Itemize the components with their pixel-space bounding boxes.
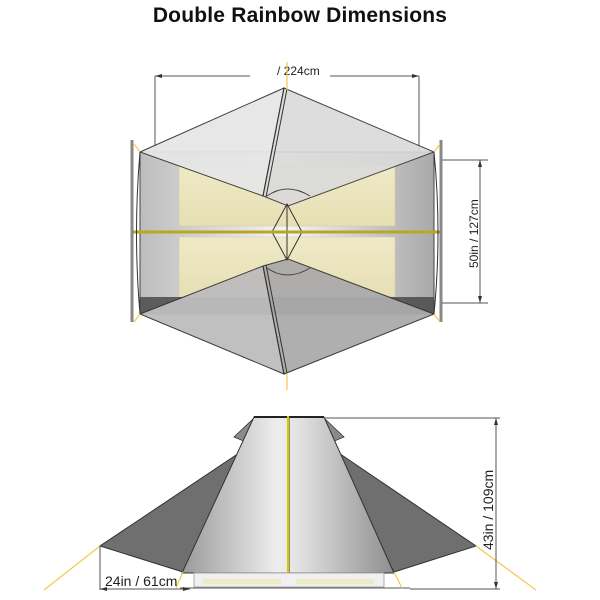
width-label: / 224cm: [277, 64, 320, 78]
top-view: / 224cm: [130, 62, 488, 390]
guyline-left: [43, 545, 101, 591]
width-dimension: / 224cm: [154, 64, 420, 160]
height-dimension: 43in / 109cm: [324, 417, 500, 590]
guyline-right: [475, 545, 537, 591]
diagram-title: Double Rainbow Dimensions: [152, 4, 448, 27]
vestibule-dimension: 24in / 61cm: [99, 546, 190, 591]
depth-label: 50in / 127cm: [467, 199, 481, 268]
vestibule-label: 24in / 61cm: [105, 573, 177, 589]
side-view: 43in / 109cm 24in / 61cm: [43, 416, 537, 591]
height-label: 43in / 109cm: [480, 470, 496, 550]
depth-dimension: 50in / 127cm: [442, 159, 488, 304]
